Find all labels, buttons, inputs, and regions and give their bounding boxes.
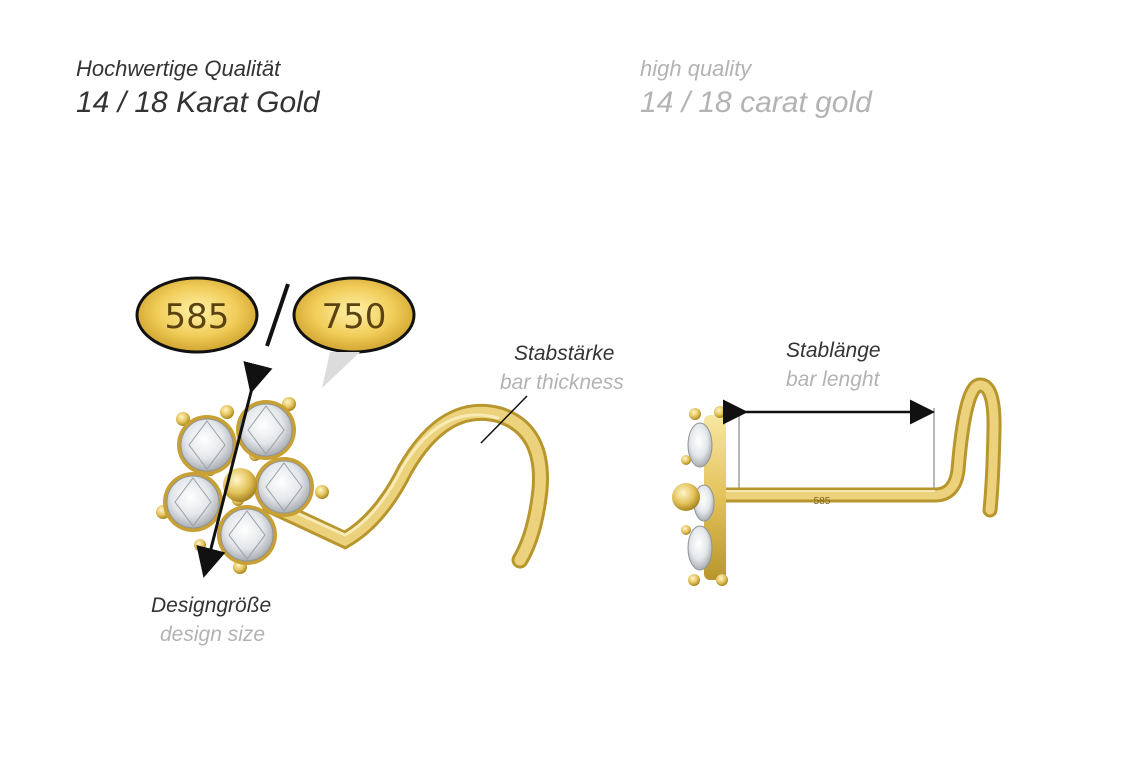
label-design-size-en: design size — [160, 623, 266, 646]
heading-quality-de: Hochwertige Qualität — [76, 56, 281, 81]
label-bar-length-en: bar lenght — [786, 368, 880, 391]
label-bar-thickness-de: Stabstärke — [514, 342, 615, 365]
stamp-divider — [265, 283, 290, 347]
stone-right — [254, 457, 314, 517]
stamp-750: 750 — [292, 276, 416, 354]
design-size-arrow — [196, 361, 273, 578]
bar-engraving: 585 — [814, 496, 831, 507]
heading-gold-en: 14 / 18 carat gold — [640, 86, 872, 119]
stamp-pointer — [322, 352, 360, 388]
stamp-585-text: 585 — [165, 297, 230, 337]
nose-screw-front — [156, 397, 549, 574]
bar-thickness-leader — [480, 395, 528, 444]
label-bar-length-de: Stablänge — [786, 339, 881, 362]
stone-left — [163, 472, 223, 532]
nose-screw-side: 585 — [672, 377, 1002, 586]
stone-bottom — [217, 505, 277, 565]
label-bar-thickness-en: bar thickness — [500, 371, 624, 394]
heading-quality-en: high quality — [640, 56, 752, 81]
stone-top-left — [177, 415, 237, 475]
stamp-750-text: 750 — [322, 297, 387, 337]
bar-length-dimension — [723, 399, 935, 488]
stamp-585: 585 — [135, 276, 259, 354]
label-design-size-de: Designgröße — [151, 594, 272, 617]
heading-gold-de: 14 / 18 Karat Gold — [76, 86, 320, 119]
stone-top-right — [236, 400, 296, 460]
